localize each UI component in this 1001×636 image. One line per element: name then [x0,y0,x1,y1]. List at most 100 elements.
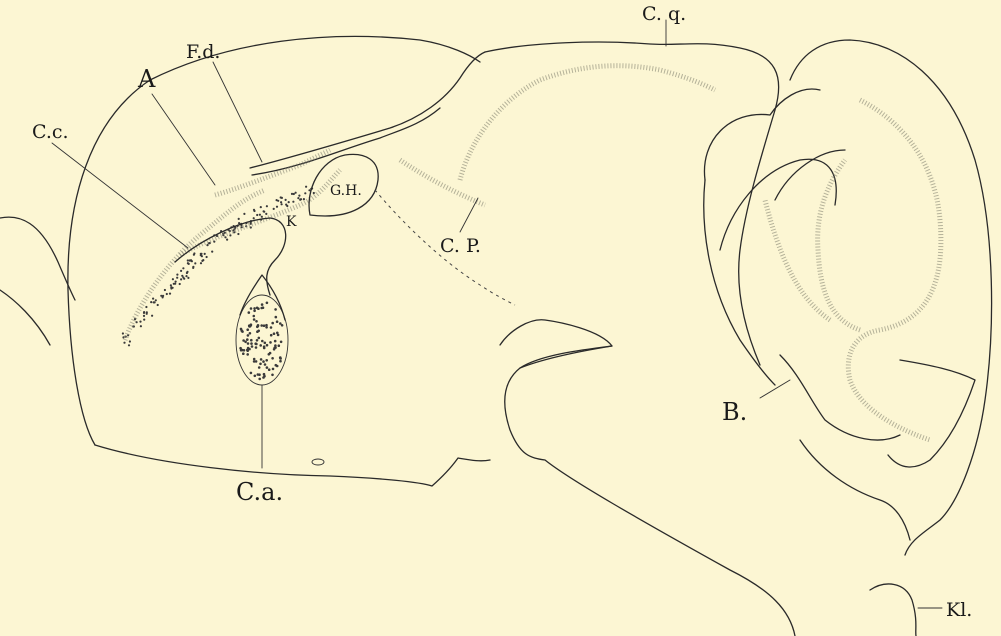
stipple-dot [129,340,131,342]
stipple-dot [192,267,194,269]
stipple-dot [253,315,256,318]
stipple-dot [180,270,182,272]
stipple-dot [273,347,276,350]
stipple-dot [169,293,171,295]
label-cp: C. P. [440,235,481,257]
cerebellum-folium-4 [888,360,975,467]
ventricle-floor [870,584,916,636]
stipple-dot [274,308,277,311]
stipple-dot [248,348,251,351]
stipple-dot [153,301,155,303]
stipple-dot [194,262,196,264]
fornix-stipple [180,170,340,255]
stipple-dot [202,259,204,261]
stipple-dot [273,332,276,335]
stipple-dot [260,358,263,361]
stipple-dot [139,321,141,323]
fimbria-outline [175,218,286,295]
stipple-dot [200,262,202,264]
stipple-dot [268,368,271,371]
pons-contour [520,346,612,368]
stipple-dot [258,337,261,340]
stipple-dot [263,211,265,213]
stipple-dot [249,332,252,335]
label-k: K [286,214,297,230]
stipple-dot [157,304,159,306]
stipple-dot [253,217,255,219]
cerebellum-folium-3 [780,355,900,440]
stipple-dot [250,307,253,310]
stipple-dot [292,201,294,203]
stipple-dot [152,298,154,300]
brainstem-lower [500,320,795,636]
stipple-dot [288,201,290,203]
stipple-dot [285,199,287,201]
stipple-dot [305,186,307,188]
cerebellar-white-matter [848,100,941,440]
stipple-dot [280,201,282,203]
stipple-dot [155,299,157,301]
stipple-dot [172,287,174,289]
stipple-dot [259,214,261,216]
stipple-dot [246,353,249,356]
stipple-dot [272,368,275,371]
stipple-dot [260,307,263,310]
stipple-dot [253,360,256,363]
stipple-dot [128,344,130,346]
stipple-dot [248,311,251,314]
stipple-dot [295,192,297,194]
stipple-dot [179,283,181,285]
stipple-dot [271,374,274,377]
stipple-dot [273,208,275,210]
stipple-dot [242,352,245,355]
a-leader [152,94,215,185]
stipple-dot [271,357,274,360]
stipple-dot [250,324,253,327]
stipple-dot [136,321,138,323]
stipple-dot [268,353,271,356]
stipple-dot [274,340,277,343]
label-cc: C.c. [32,121,69,143]
stipple-dot [150,301,152,303]
stipple-dot [193,254,195,256]
stipple-dot [146,313,148,315]
stipple-dot [276,206,278,208]
stipple-dot [256,330,259,333]
stipple-dot [188,263,190,265]
stipple-dot [246,338,249,341]
stipple-dot [276,332,279,335]
stipple-dot [258,373,261,376]
stipple-dot [187,277,189,279]
label-b: B. [722,398,747,426]
label-a: A [137,65,156,93]
stipple-dot [260,206,262,208]
cerebrum-base [95,445,490,486]
stipple-dot [264,363,267,366]
label-kl: Kl. [946,599,972,621]
olfactory-contour-lower [0,290,50,345]
stipple-dot [186,272,188,274]
stipple-dot [174,283,176,285]
stipple-dot [189,259,191,261]
stipple-dot [253,318,256,321]
stipple-dot [270,326,273,329]
stipple-dot [259,363,262,366]
midbrain-outline [485,42,779,365]
label-gh: G.H. [330,183,362,199]
stipple-dot [263,373,266,376]
corpus-callosum [125,190,265,340]
cerebellum-base [800,440,910,540]
stipple-dot [143,319,145,321]
stipple-dot [151,315,153,317]
stipple-dot [211,251,213,253]
stipple-dot [226,239,228,241]
stipple-dot [122,336,124,338]
stipple-dot [291,193,293,195]
stipple-dot [143,315,145,317]
stipple-dot [279,360,282,363]
stipple-dot [140,325,142,327]
stipple-dot [242,339,245,342]
stipple-dot [253,310,256,313]
stipple-dot [180,278,182,280]
